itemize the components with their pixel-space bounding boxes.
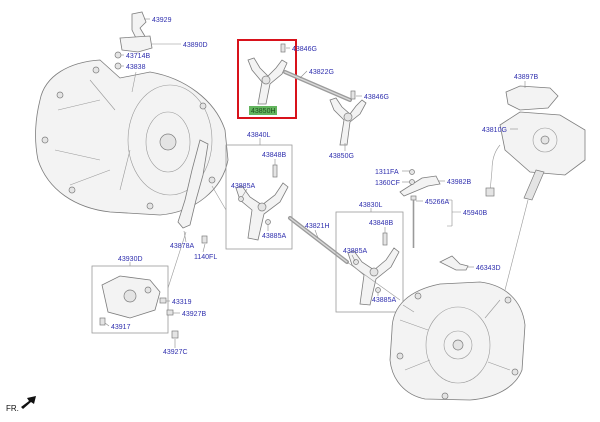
part-label-43885a-4[interactable]: 43885A [372, 297, 396, 304]
part-label-43897b[interactable]: 43897B [514, 74, 538, 81]
part-label-43840l[interactable]: 43840L [247, 132, 270, 139]
part-label-1360cf[interactable]: 1360CF [375, 180, 400, 187]
part-label-43850h-selected[interactable]: 43850H [251, 108, 276, 115]
part-labels: 43929 43890D 43714B 43838 43846G 43822G … [111, 17, 538, 356]
part-label-43838[interactable]: 43838 [126, 64, 146, 71]
fork-assembly-frame-right [335, 211, 404, 313]
detent-rod-drawing [410, 195, 417, 248]
front-direction-label: FR. [6, 404, 19, 413]
fork-assembly-frame-left [225, 144, 293, 250]
part-label-43319[interactable]: 43319 [172, 299, 192, 306]
part-label-43885a-1[interactable]: 43885A [231, 183, 255, 190]
part-label-46343d[interactable]: 46343D [476, 265, 501, 272]
transmission-case-left-drawing [35, 59, 229, 216]
shift-fork-upper-right-drawing [329, 97, 367, 146]
small-bracket-drawing [439, 255, 469, 271]
shift-cable-bracket-drawing [114, 11, 153, 93]
selected-part-highlight [249, 106, 277, 115]
part-label-43810g[interactable]: 43810G [482, 127, 507, 134]
shift-fork-middle-drawing [235, 164, 289, 241]
part-label-43878a[interactable]: 43878A [170, 243, 194, 250]
shift-rail-upper-drawing [283, 70, 356, 102]
part-label-43846g-2[interactable]: 43846G [364, 94, 389, 101]
leader-lines [104, 18, 526, 348]
part-label-43890d[interactable]: 43890D [183, 42, 208, 49]
part-label-43822g[interactable]: 43822G [309, 69, 334, 76]
part-label-43830l[interactable]: 43830L [359, 202, 382, 209]
part-label-43982b[interactable]: 43982B [447, 179, 471, 186]
part-label-43885a-2[interactable]: 43885A [262, 233, 286, 240]
part-label-43848b-1[interactable]: 43848B [262, 152, 286, 159]
shift-lever-drawing [177, 139, 209, 244]
part-label-1311fa[interactable]: 1311FA [375, 169, 399, 176]
part-label-43885a-3[interactable]: 43885A [343, 248, 367, 255]
part-label-43930d[interactable]: 43930D [118, 256, 143, 263]
part-label-45940b[interactable]: 45940B [463, 210, 487, 217]
cable-bracket-drawing [399, 169, 441, 197]
part-label-43927c[interactable]: 43927C [163, 349, 188, 356]
arrow-up-right-icon [21, 396, 36, 409]
part-label-43929[interactable]: 43929 [152, 17, 172, 24]
connection-lines [167, 185, 415, 313]
shift-fork-selected-drawing [247, 43, 288, 105]
part-label-43927b[interactable]: 43927B [182, 311, 206, 318]
shift-actuator-drawing [485, 85, 586, 291]
part-label-43714b[interactable]: 43714B [126, 53, 150, 60]
part-label-45266a[interactable]: 45266A [425, 199, 449, 206]
part-label-43848b-2[interactable]: 43848B [369, 220, 393, 227]
part-label-1140fl[interactable]: 1140FL [194, 254, 217, 261]
shift-rail-lower-drawing [288, 216, 349, 264]
shift-control-assembly-drawing [99, 275, 179, 339]
part-label-43846g-1[interactable]: 43846G [292, 46, 317, 53]
part-label-43850g[interactable]: 43850G [329, 153, 354, 160]
part-label-43821h[interactable]: 43821H [305, 223, 330, 230]
transmission-case-right-drawing [389, 281, 526, 401]
part-label-43917[interactable]: 43917 [111, 324, 131, 331]
selected-part-frame [237, 39, 297, 119]
shift-fork-lower-drawing [347, 232, 400, 306]
